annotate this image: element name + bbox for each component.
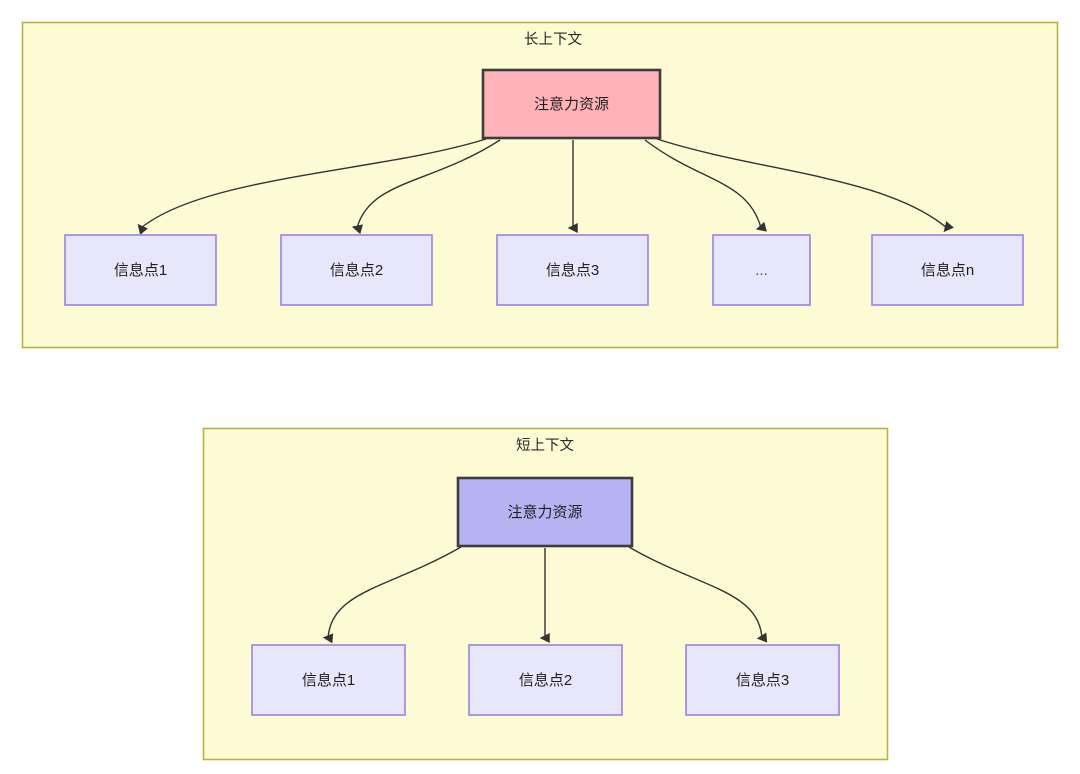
node-short-attention-resource-label: 注意力资源 [507, 503, 582, 521]
node-short-info-2-label: 信息点2 [519, 672, 572, 689]
node-short-attention-resource[interactable]: 注意力资源 [456, 476, 634, 548]
group-short-context: 短上下文 注意力资源 信息点1 信息点2 信息点3 [202, 427, 889, 761]
node-long-info-ellipsis-box [712, 234, 811, 306]
node-long-info-n-box [871, 234, 1024, 306]
edge-long-root-to-info-4 [644, 139, 767, 232]
node-short-info-1[interactable]: 信息点1 [251, 644, 406, 716]
node-long-info-ellipsis-label: ... [755, 262, 768, 279]
node-long-info-3-label: 信息点3 [546, 262, 599, 279]
node-long-attention-resource-label: 注意力资源 [534, 95, 609, 113]
group-short-context-title: 短上下文 [516, 437, 574, 454]
edge-short-root-to-info-1 [322, 546, 462, 644]
node-long-info-1-box [64, 234, 217, 306]
node-long-info-3[interactable]: 信息点3 [496, 234, 649, 306]
group-long-context: 长上下文 注意力资源 信息点1 信息点2 信息点3 ... [21, 21, 1059, 349]
node-long-info-1[interactable]: 信息点1 [64, 234, 217, 306]
node-long-info-ellipsis[interactable]: ... [712, 234, 811, 306]
node-short-info-3-label: 信息点3 [736, 672, 789, 689]
node-short-info-3-box [685, 644, 840, 716]
group-long-context-title: 长上下文 [524, 31, 582, 48]
node-short-info-2[interactable]: 信息点2 [468, 644, 623, 716]
node-long-info-n-label: 信息点n [921, 262, 974, 279]
node-short-info-1-label: 信息点1 [302, 672, 355, 689]
node-long-info-2-box [280, 234, 433, 306]
node-short-attention-resource-box [456, 476, 634, 548]
node-long-info-3-box [496, 234, 649, 306]
edge-long-root-to-info-2 [351, 139, 501, 235]
node-long-attention-resource[interactable]: 注意力资源 [481, 68, 662, 140]
node-long-info-2-label: 信息点2 [330, 262, 383, 279]
node-long-info-1-label: 信息点1 [114, 262, 167, 279]
node-long-attention-resource-box [481, 68, 662, 140]
node-long-info-n[interactable]: 信息点n [871, 234, 1024, 306]
node-short-info-2-box [468, 644, 623, 716]
node-long-info-2[interactable]: 信息点2 [280, 234, 433, 306]
edge-long-root-to-info-1 [137, 138, 487, 235]
edge-short-root-to-info-3 [628, 546, 768, 643]
node-short-info-3[interactable]: 信息点3 [685, 644, 840, 716]
node-short-info-1-box [251, 644, 406, 716]
edge-long-root-to-info-5 [656, 138, 954, 233]
